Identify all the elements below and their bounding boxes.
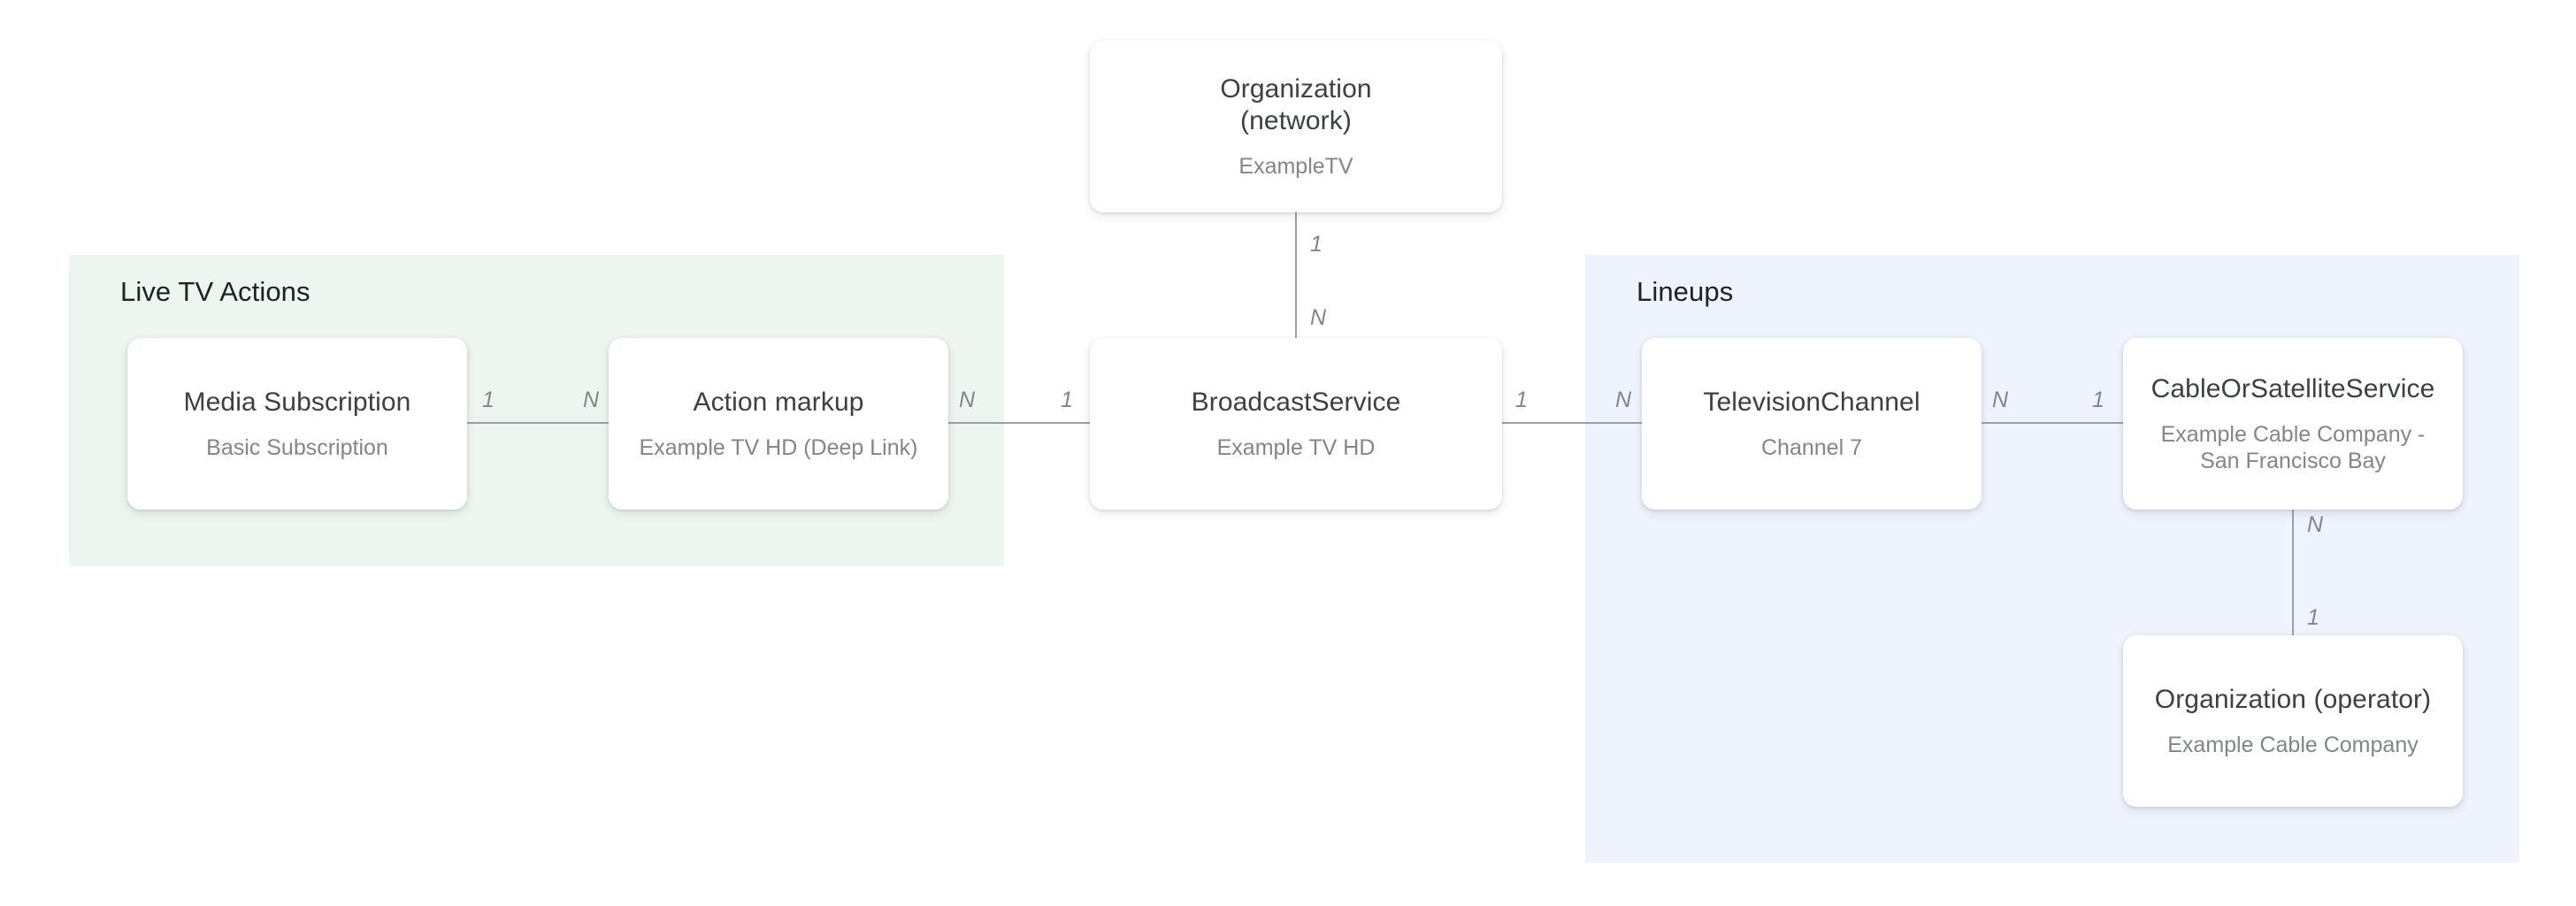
- node-title-television-channel: TelevisionChannel: [1703, 387, 1920, 417]
- edge-media-subscription-action-markup: [460, 422, 619, 424]
- node-subtitle-organization-operator: Example Cable Company: [2167, 732, 2419, 757]
- edge-label-action-markup-n2: N: [959, 388, 976, 412]
- edge-label-broadcast-service-1b: 1: [1515, 388, 1528, 412]
- node-title-cable-or-satellite-service: CableOrSatelliteService: [2150, 373, 2435, 403]
- edge-label-organization-network-1: 1: [1310, 232, 1322, 257]
- group-title-lineups: Lineups: [1637, 276, 1734, 307]
- node-cable-or-satellite-service[interactable]: CableOrSatelliteService Example Cable Co…: [2123, 338, 2463, 510]
- edge-organization-network-broadcast-service: [1295, 211, 1297, 343]
- node-television-channel[interactable]: TelevisionChannel Channel 7: [1642, 338, 1982, 510]
- node-title-organization-operator: Organization (operator): [2154, 684, 2432, 714]
- edge-label-action-markup-n: N: [583, 388, 600, 412]
- edge-action-markup-broadcast-service: [938, 422, 1115, 424]
- edge-label-cable-or-satellite-service-1: 1: [2092, 388, 2104, 412]
- edge-broadcast-service-television-channel: [1495, 422, 1672, 424]
- node-subtitle-television-channel: Channel 7: [1761, 434, 1862, 460]
- edge-cable-or-satellite-service-organization-operator: [2292, 508, 2294, 639]
- node-title-organization-network: Organization (network): [1220, 73, 1372, 135]
- edge-label-cable-or-satellite-service-n: N: [2307, 512, 2324, 537]
- node-subtitle-cable-or-satellite-service: Example Cable Company - San Francisco Ba…: [2160, 421, 2426, 474]
- node-subtitle-action-markup: Example TV HD (Deep Link): [639, 434, 918, 460]
- edge-television-channel-cable-or-satellite-service: [1973, 422, 2132, 424]
- edge-label-media-subscription-1: 1: [482, 388, 494, 412]
- node-title-broadcast-service: BroadcastService: [1191, 387, 1401, 417]
- node-subtitle-media-subscription: Basic Subscription: [206, 434, 388, 460]
- node-action-markup[interactable]: Action markup Example TV HD (Deep Link): [609, 338, 948, 510]
- group-title-live-tv-actions: Live TV Actions: [120, 276, 310, 307]
- edge-label-television-channel-n: N: [1615, 388, 1632, 412]
- node-title-action-markup: Action markup: [693, 387, 864, 417]
- node-subtitle-broadcast-service: Example TV HD: [1216, 434, 1376, 460]
- node-title-media-subscription: Media Subscription: [183, 387, 411, 417]
- edge-label-television-channel-n2: N: [1992, 388, 2009, 412]
- node-organization-operator[interactable]: Organization (operator) Example Cable Co…: [2123, 635, 2463, 807]
- node-media-subscription[interactable]: Media Subscription Basic Subscription: [127, 338, 467, 510]
- node-organization-network[interactable]: Organization (network) ExampleTV: [1090, 41, 1502, 212]
- node-subtitle-organization-network: ExampleTV: [1238, 153, 1353, 179]
- edge-label-broadcast-service-n: N: [1310, 305, 1327, 330]
- node-broadcast-service[interactable]: BroadcastService Example TV HD: [1090, 338, 1502, 510]
- edge-label-broadcast-service-1: 1: [1061, 388, 1073, 412]
- edge-label-organization-operator-1: 1: [2307, 605, 2319, 630]
